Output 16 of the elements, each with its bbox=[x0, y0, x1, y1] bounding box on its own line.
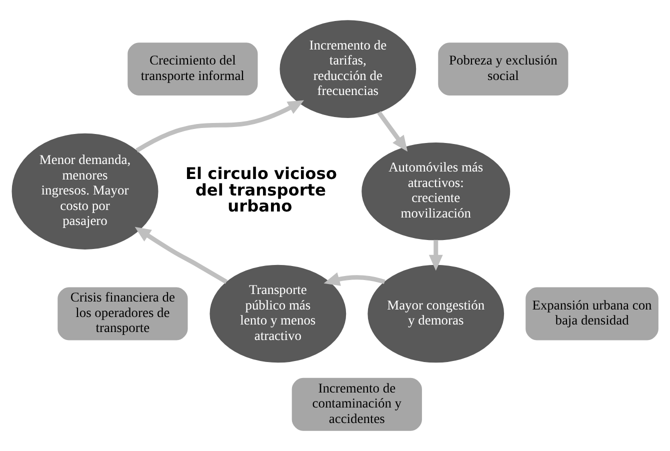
arrow bbox=[136, 100, 304, 152]
arrow bbox=[428, 240, 443, 271]
arrow bbox=[134, 226, 228, 284]
node-ellipse: Automóviles más atractivos: creciente movilización bbox=[362, 142, 510, 240]
node-box: Expansión urbana con baja densidad bbox=[526, 287, 658, 340]
node-box: Pobreza y exclusión social bbox=[438, 42, 568, 96]
node-ellipse: Transporte público más lento y menos atractivo bbox=[210, 264, 346, 363]
node-ellipse: Menor demanda, menores ingresos. Mayor costo por pasajero bbox=[12, 133, 158, 250]
arrow bbox=[377, 111, 408, 152]
node-box: Crecimiento del transporte informal bbox=[128, 42, 258, 96]
node-ellipse: Incremento de tarifas, reducción de frecuencias bbox=[280, 20, 416, 118]
node-box: Incremento de contaminación y accidentes bbox=[292, 378, 422, 431]
label: El circulo vicioso del transporte urbano bbox=[186, 164, 337, 216]
arrow bbox=[324, 272, 386, 286]
node-box: Crisis financiera de los operadores de transporte bbox=[58, 287, 188, 340]
node-ellipse: Mayor congestión y demoras bbox=[368, 264, 504, 363]
